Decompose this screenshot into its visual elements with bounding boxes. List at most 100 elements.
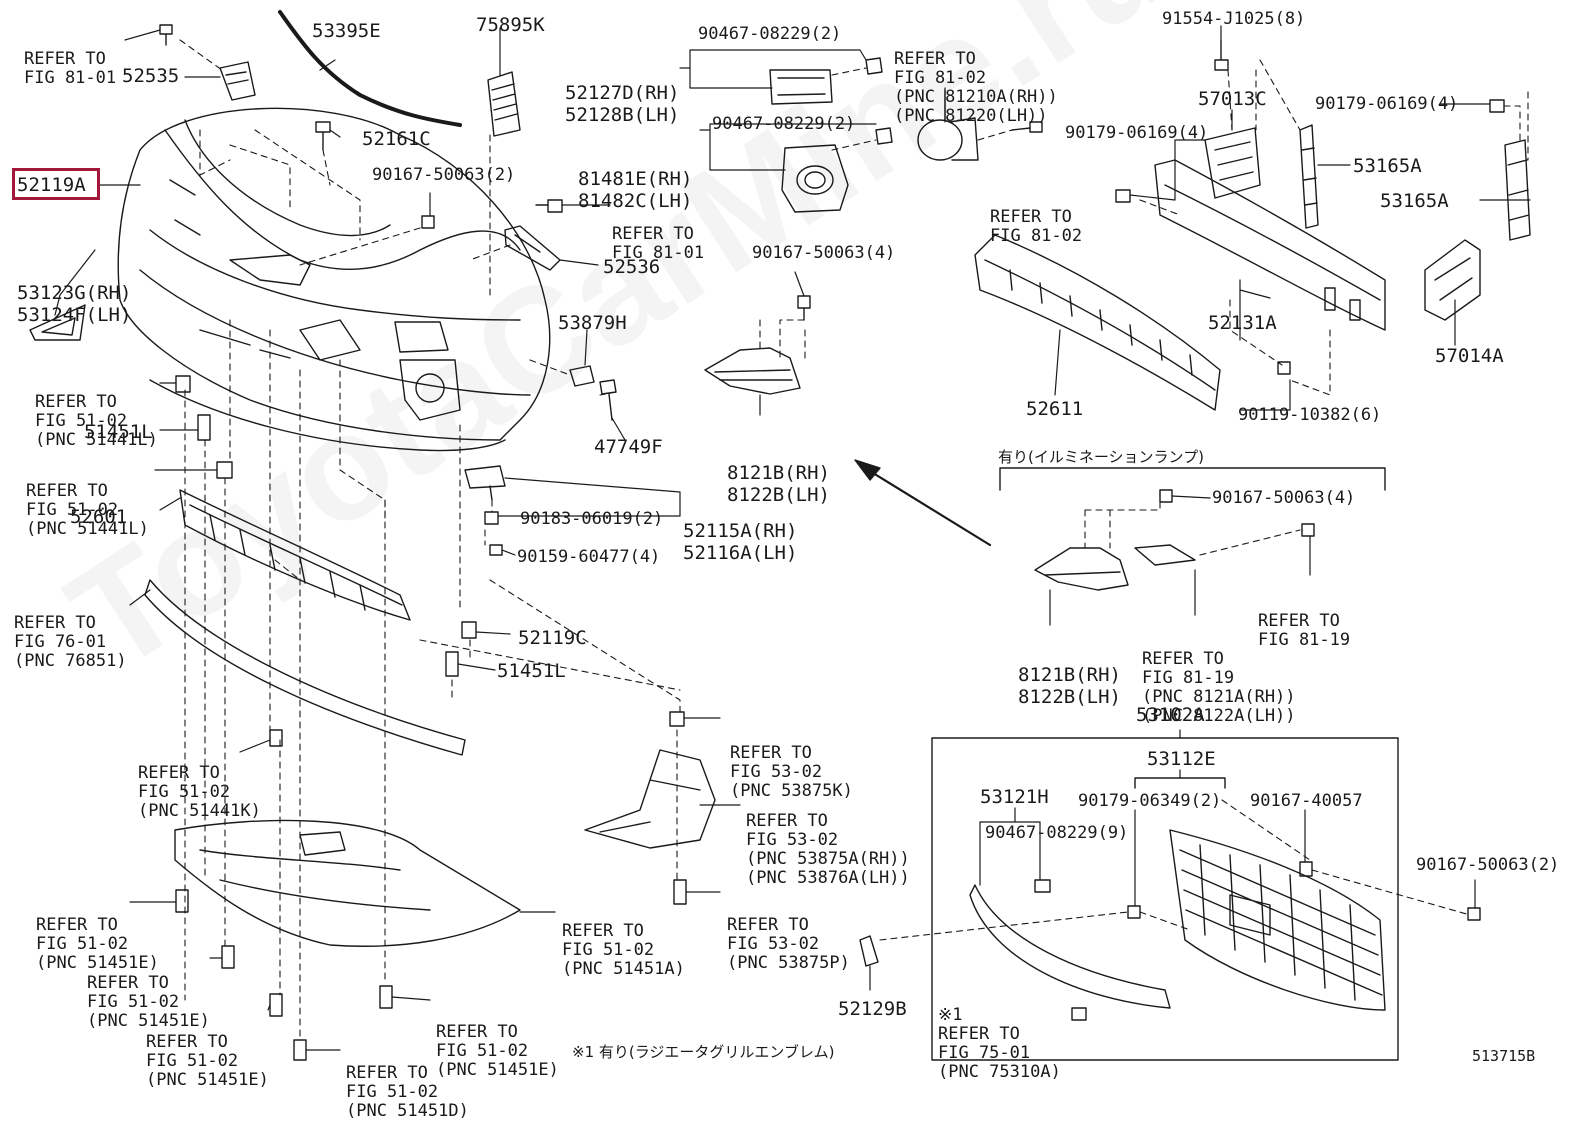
clip-90467-c: [1034, 879, 1051, 893]
part-52119a[interactable]: 52119A: [17, 174, 86, 196]
bolt-label-90467-c[interactable]: 90467-08229(9): [985, 823, 1129, 843]
bolt-51451d: [293, 1039, 307, 1061]
bolt-label-90167-b[interactable]: 90167-50063(4): [752, 243, 896, 263]
part-52601[interactable]: 52601: [70, 506, 128, 528]
screw-90167-a: [421, 215, 435, 229]
part-57013c[interactable]: 57013C: [1198, 88, 1267, 110]
clip-51441l-b: [216, 461, 233, 479]
part-52127d[interactable]: 52127D(RH)52128B(LH): [565, 82, 680, 126]
part-8121b-lower[interactable]: 8121B(RH)8122B(LH): [1018, 664, 1121, 708]
bolt-label-90179-a[interactable]: 90179-06169(4): [1315, 94, 1459, 114]
bolt-label-91554[interactable]: 91554-J1025(8): [1162, 9, 1306, 29]
bolt-label-90167-d[interactable]: 90167-40057: [1250, 791, 1363, 811]
illumination-bracket: [999, 467, 1386, 491]
bolt-51451l-a: [197, 414, 211, 441]
part-53102a[interactable]: 53102A: [1136, 704, 1205, 726]
highlight-box-52119a: [12, 168, 100, 200]
bolt-90119: [1277, 361, 1291, 375]
bolt-label-90167-c[interactable]: 90167-50063(4): [1212, 488, 1356, 508]
nut-90179-a: [1489, 99, 1505, 113]
part-47749f[interactable]: 47749F: [594, 436, 663, 458]
part-53879h[interactable]: 53879H: [558, 312, 627, 334]
bolt-label-90159[interactable]: 90159-60477(4): [517, 547, 661, 567]
screw-90167-e: [1467, 907, 1481, 921]
lamp-8121b-upper: [704, 347, 801, 395]
part-52131a[interactable]: 52131A: [1208, 312, 1277, 334]
bolt-label-90179-b[interactable]: 90179-06169(4): [1065, 123, 1209, 143]
part-81481e[interactable]: 81481E(RH)81482C(LH): [578, 168, 693, 212]
part-52129b[interactable]: 52129B: [838, 998, 907, 1020]
bolt-51451e-b: [221, 945, 235, 969]
grille-assembly-box: [931, 737, 1399, 1061]
bracket-52115a: [464, 465, 506, 501]
bolt-label-90183[interactable]: 90183-06019(2): [520, 509, 664, 529]
bolt-label-90119[interactable]: 90119-10382(6): [1238, 405, 1382, 425]
screw-fog: [1011, 121, 1043, 133]
part-53165a-2[interactable]: 53165A: [1380, 190, 1449, 212]
screw-91554: [1214, 39, 1229, 71]
part-75895k[interactable]: 75895K: [476, 14, 545, 36]
bolt-label-90167-a[interactable]: 90167-50063(2): [372, 165, 516, 185]
molding-53121h: [969, 884, 1171, 1009]
part-57014a[interactable]: 57014A: [1435, 345, 1504, 367]
lamp-8121b-lower: [1034, 544, 1196, 591]
pad-75895k: [487, 71, 521, 137]
part-53395e[interactable]: 53395E: [312, 20, 381, 42]
part-47749f: [599, 379, 617, 421]
part-52536[interactable]: 52536: [603, 256, 661, 278]
screw-top-left: [159, 24, 173, 46]
retainer-52536: [504, 225, 561, 271]
part-52611[interactable]: 52611: [1026, 398, 1084, 420]
clip-53875p: [673, 879, 687, 905]
part-51451l-a[interactable]: 51451L: [84, 421, 153, 443]
bezel-81481e: [781, 144, 849, 213]
screw-90167-c: [1159, 489, 1173, 503]
spoiler-76851: [144, 579, 466, 756]
part-53165a-1[interactable]: 53165A: [1353, 155, 1422, 177]
bolt-label-90179-c[interactable]: 90179-06349(2): [1078, 791, 1222, 811]
part-53123g[interactable]: 53123G(RH)53124F(LH): [17, 282, 132, 326]
grille-52601: [179, 489, 411, 621]
part-53121h[interactable]: 53121H: [980, 786, 1049, 808]
bolt-label-90467-b[interactable]: 90467-08229(2): [712, 114, 856, 134]
screw-90159: [489, 544, 503, 556]
part-52535[interactable]: 52535: [122, 65, 180, 87]
part-51451l-b[interactable]: 51451L: [497, 660, 566, 682]
direction-arrow: [858, 463, 992, 547]
nut-90179-b: [1115, 189, 1131, 203]
reinforcement-52131a: [1154, 159, 1386, 331]
part-53112e[interactable]: 53112E: [1147, 748, 1216, 770]
part-52119c[interactable]: 52119C: [518, 627, 587, 649]
fog-cover-drawing: [29, 304, 86, 341]
screw-90167-b: [797, 295, 811, 321]
bolt-label-90167-e[interactable]: 90167-50063(2): [1416, 855, 1560, 875]
part-52161c[interactable]: 52161C: [362, 128, 431, 150]
bracket-53165a-1: [1299, 124, 1319, 229]
part-53879h: [569, 365, 595, 387]
part-52115a[interactable]: 52115A(RH)52116A(LH): [683, 520, 798, 564]
screw-81-19: [1301, 523, 1315, 537]
part-8121b-upper[interactable]: 8121B(RH)8122B(LH): [727, 462, 830, 506]
bolt-label-90467-a[interactable]: 90467-08229(2): [698, 24, 842, 44]
